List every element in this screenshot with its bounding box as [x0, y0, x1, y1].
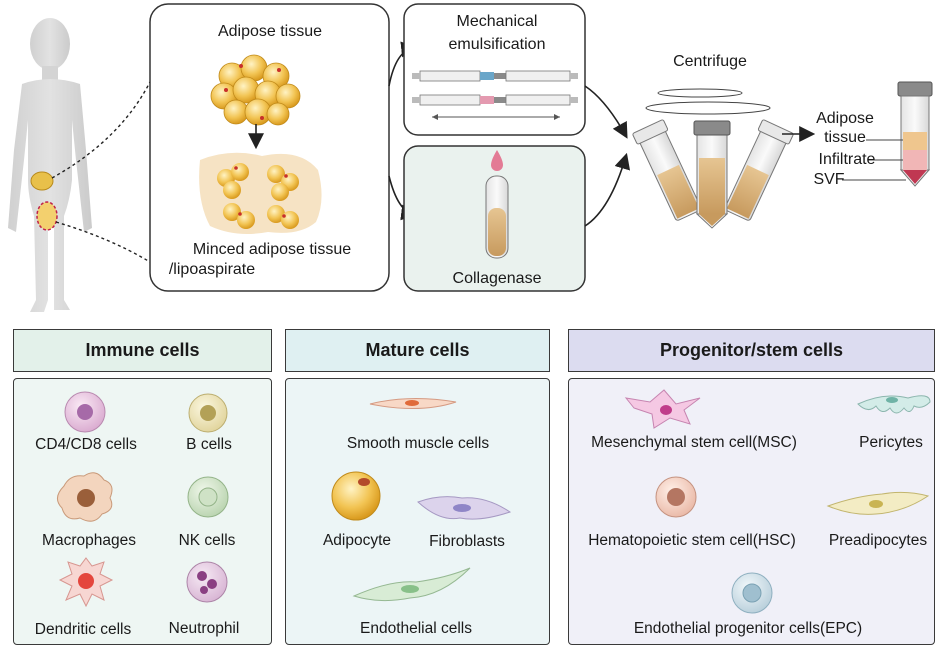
- cell-label-cd4-cd8: CD4/CD8 cells: [35, 436, 137, 453]
- nk-cell-icon: [187, 476, 229, 518]
- abdomen-fat-icon: [30, 171, 54, 191]
- thigh-fat-icon: [36, 201, 58, 231]
- hsc-icon: [655, 476, 697, 518]
- centrifuge-icon: [632, 88, 794, 229]
- fibroblast-icon: [417, 496, 512, 520]
- tube-infiltrate-label: Infiltrate: [818, 151, 876, 168]
- cell-label-b-cells: B cells: [186, 436, 232, 453]
- centrifuge-label: Centrifuge: [673, 53, 747, 70]
- minced-tissue-label-line1: Minced adipose tissue: [192, 241, 352, 258]
- immune-cells-header: Immune cells: [13, 329, 272, 372]
- cell-label-endothelial: Endothelial cells: [359, 620, 473, 637]
- collagenase-tube-icon: [485, 150, 509, 259]
- human-body-icon: [8, 18, 92, 312]
- cell-icons: [57, 389, 931, 614]
- epc-icon: [731, 572, 773, 614]
- pericyte-icon: [857, 395, 931, 414]
- syringe-icon: [412, 70, 578, 120]
- smooth-muscle-cell-icon: [369, 397, 457, 409]
- cell-label-nk-cells: NK cells: [178, 532, 236, 549]
- mature-cells-header: Mature cells: [285, 329, 550, 372]
- cell-label-dendritic: Dendritic cells: [34, 621, 132, 638]
- progenitor-cells-header: Progenitor/stem cells: [568, 329, 935, 372]
- result-tube-icon: [897, 81, 933, 187]
- minced-tissue-label-line2: /lipoaspirate: [168, 261, 256, 278]
- msc-icon: [624, 389, 701, 429]
- cell-label-fibroblasts: Fibroblasts: [429, 533, 505, 550]
- cell-label-adipocyte: Adipocyte: [322, 532, 392, 549]
- mechanical-label-line1: Mechanical: [456, 13, 538, 30]
- preadipocyte-icon: [826, 491, 930, 515]
- cell-label-hsc: Hematopoietic stem cell(HSC): [588, 532, 796, 549]
- cd4-cd8-cell-icon: [64, 391, 106, 433]
- tube-adipose-label-line1: Adipose: [816, 110, 874, 127]
- cell-label-epc: Endothelial progenitor cells(EPC): [633, 620, 863, 637]
- cell-label-preadipocytes: Preadipocytes: [828, 532, 928, 549]
- dendritic-cell-icon: [58, 557, 114, 608]
- cell-label-smooth-muscle: Smooth muscle cells: [346, 435, 490, 452]
- neutrophil-icon: [186, 561, 228, 603]
- tube-adipose-label-line2: tissue: [824, 129, 866, 146]
- immune-cells-panel: [13, 378, 272, 645]
- tube-svf-label: SVF: [813, 171, 845, 188]
- minced-tissue-icon: [199, 152, 322, 234]
- adipose-tissue-label: Adipose tissue: [217, 23, 323, 40]
- cell-label-msc: Mesenchymal stem cell(MSC): [591, 434, 797, 451]
- cell-label-pericytes: Pericytes: [859, 434, 923, 451]
- mechanical-label-line2: emulsification: [448, 36, 546, 53]
- adipose-tissue-cluster-icon: [210, 54, 301, 126]
- cell-label-macrophages: Macrophages: [42, 532, 136, 549]
- adipocyte-icon: [331, 471, 381, 521]
- endothelial-cell-icon: [352, 567, 471, 602]
- cell-label-neutrophil: Neutrophil: [168, 620, 240, 637]
- macrophage-icon: [57, 472, 113, 522]
- collagenase-label: Collagenase: [452, 270, 542, 287]
- process-illustration: [8, 3, 933, 312]
- b-cell-icon: [188, 393, 228, 433]
